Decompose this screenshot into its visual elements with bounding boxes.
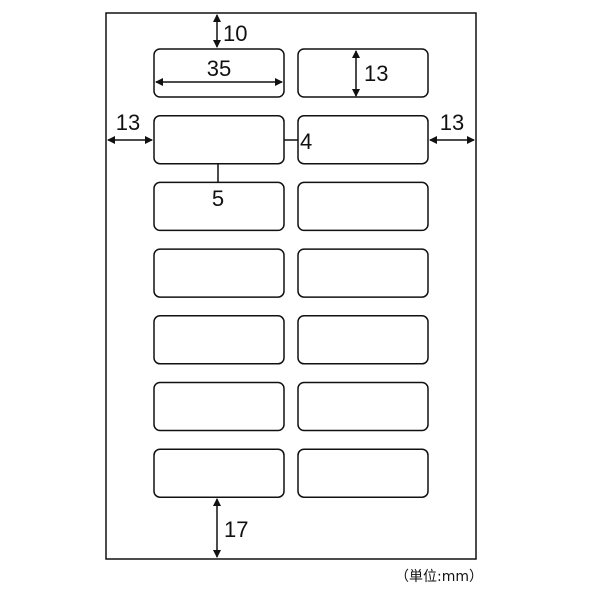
row-gap-label: 5 bbox=[212, 186, 224, 211]
label-cell bbox=[297, 114, 429, 165]
label-cell bbox=[153, 315, 285, 365]
column-gap-label: 4 bbox=[300, 129, 312, 154]
label-cell bbox=[153, 48, 285, 98]
label-cell bbox=[297, 181, 429, 232]
label-cell bbox=[297, 315, 429, 365]
right-margin-label: 13 bbox=[440, 110, 464, 135]
label-cell bbox=[153, 381, 285, 432]
label-cell bbox=[153, 114, 285, 165]
label-width-label: 35 bbox=[207, 56, 231, 81]
unit-note: （単位:mm） bbox=[395, 569, 483, 585]
bottom-margin-label: 17 bbox=[224, 517, 248, 542]
top-margin-label: 10 bbox=[223, 21, 247, 46]
label-cell bbox=[297, 448, 429, 498]
label-height-label: 13 bbox=[364, 61, 388, 86]
left-margin-label: 13 bbox=[116, 110, 140, 135]
label-cell bbox=[153, 448, 285, 498]
sheet-outline bbox=[105, 12, 477, 560]
label-cell bbox=[297, 248, 429, 298]
label-cell bbox=[153, 181, 285, 232]
label-cell bbox=[297, 381, 429, 432]
label-cell bbox=[153, 248, 285, 298]
label-cell bbox=[297, 48, 429, 98]
label-grid bbox=[153, 48, 429, 498]
